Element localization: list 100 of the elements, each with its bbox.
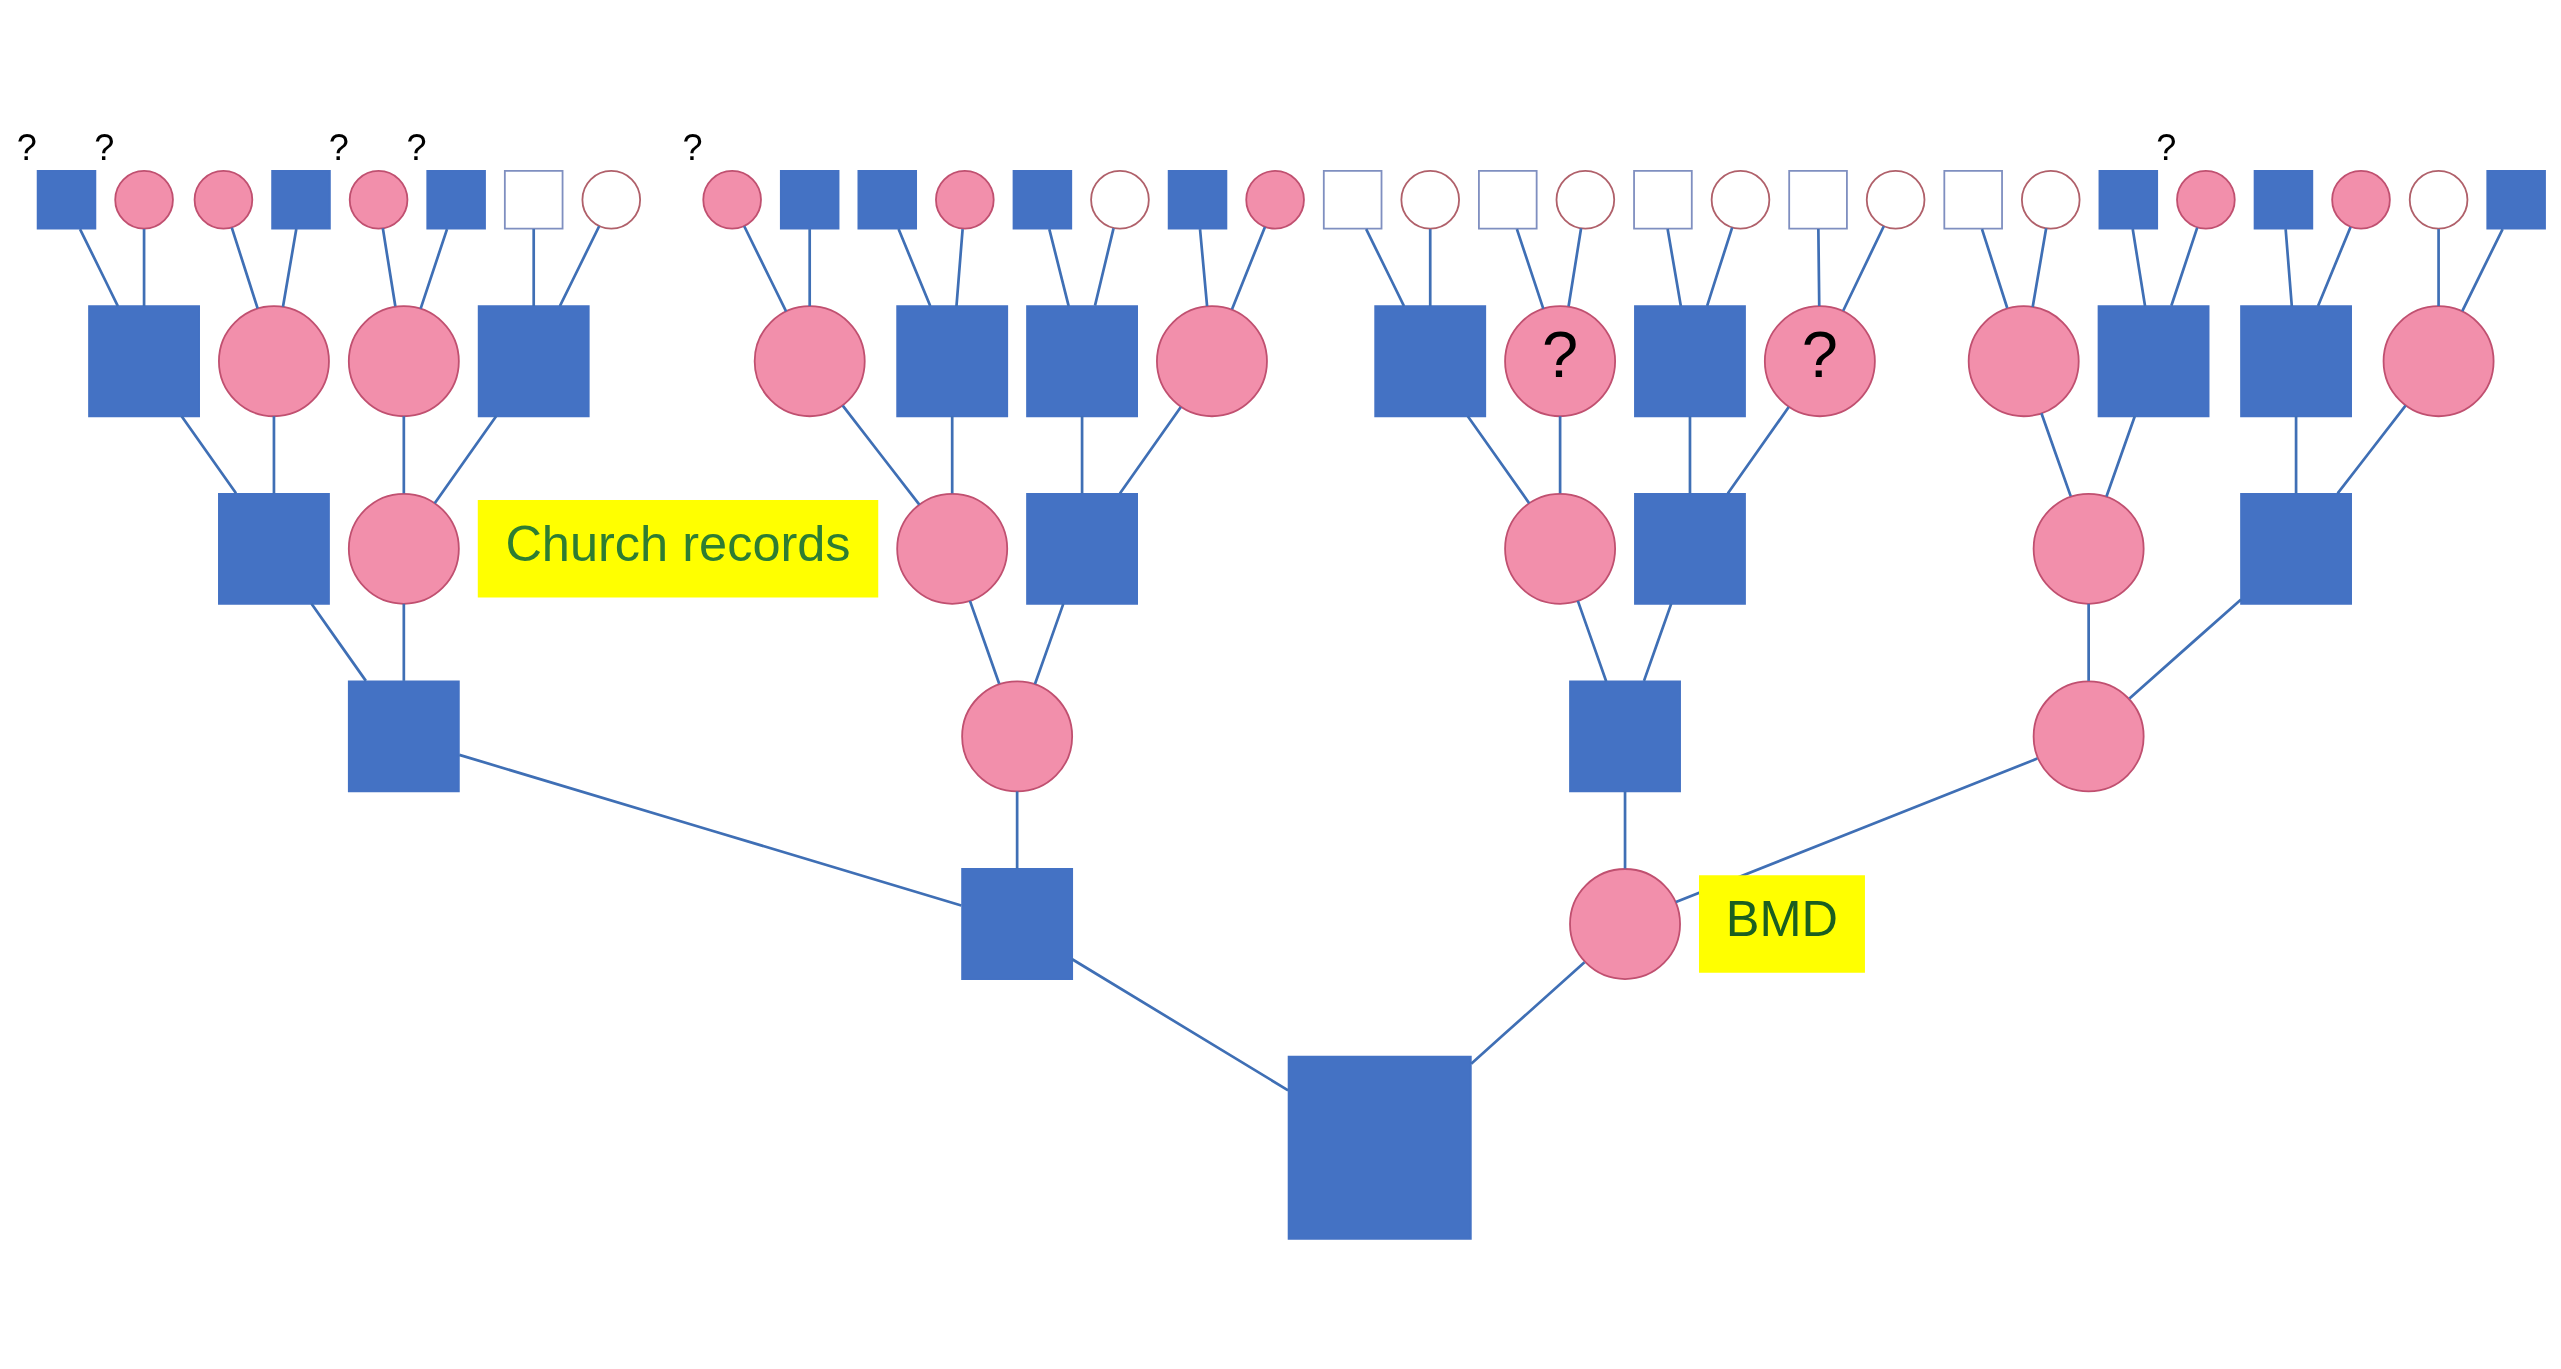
- node-box: [1026, 492, 1138, 605]
- connector: [955, 228, 964, 306]
- connector: [1705, 226, 1734, 306]
- node-circle: [1156, 304, 1268, 417]
- connector: [433, 414, 498, 504]
- node-circle: [2032, 680, 2145, 792]
- node-box: [503, 169, 564, 229]
- node-box: [1167, 169, 1228, 229]
- node-label: ?: [406, 126, 427, 168]
- node-box: [88, 304, 200, 417]
- node-circle: [702, 169, 762, 229]
- node-circle: [1504, 492, 1616, 605]
- connector: [1623, 790, 1627, 868]
- connector: [2031, 227, 2048, 307]
- node-box: [347, 680, 460, 792]
- node-box: [218, 492, 330, 605]
- node-box: [1322, 169, 1383, 229]
- node-box: [1012, 169, 1073, 229]
- node-box: [1478, 169, 1538, 229]
- node-box: [2253, 169, 2314, 229]
- node-circle: [2408, 169, 2469, 229]
- connector: [897, 228, 932, 307]
- connector: [1726, 405, 1790, 494]
- node-circle: [896, 492, 1009, 605]
- node-box: [1374, 304, 1487, 417]
- node-circle: [1569, 867, 1681, 980]
- node-circle: [1400, 169, 1460, 229]
- node-box: [36, 169, 97, 229]
- connector: [1118, 405, 1182, 494]
- node-circle: [1865, 169, 1926, 229]
- connector: [1428, 228, 1432, 306]
- connector: [1515, 228, 1545, 309]
- node-circle: [1245, 169, 1305, 229]
- connector: [402, 603, 406, 681]
- connector: [558, 225, 601, 307]
- node-circle: [347, 492, 460, 605]
- node-circle: [1710, 169, 1771, 229]
- connector: [180, 414, 238, 494]
- node-circle: [193, 169, 254, 229]
- node-circle: [2032, 492, 2145, 605]
- connector: [950, 415, 954, 493]
- node-circle: ?: [1504, 304, 1616, 417]
- connector: [2087, 603, 2090, 681]
- node-circle: [753, 304, 866, 417]
- connector: [2461, 227, 2504, 312]
- connector: [2336, 404, 2407, 494]
- node-circle: ?: [1763, 304, 1876, 417]
- node-circle: [2021, 169, 2081, 229]
- connector: [230, 226, 259, 309]
- node-circle: [114, 169, 174, 229]
- node-circle: [1967, 304, 2080, 417]
- connector: [1470, 960, 1586, 1065]
- connector: [1364, 227, 1406, 307]
- node-circle: [1090, 169, 1150, 229]
- connector: [2040, 412, 2072, 497]
- connector: [1558, 415, 1562, 493]
- node-box: [1287, 1055, 1472, 1240]
- node-box: [2240, 492, 2352, 605]
- node-box: [1026, 304, 1138, 417]
- connector: [1688, 415, 1692, 493]
- node-label: ?: [16, 126, 37, 168]
- node-box: [2486, 169, 2546, 229]
- connector: [78, 227, 120, 307]
- node-box: [896, 304, 1009, 417]
- connector: [1033, 602, 1065, 684]
- connector: [142, 228, 146, 306]
- node-box: [271, 169, 331, 229]
- connector: [808, 228, 812, 306]
- connector: [1048, 228, 1070, 306]
- node-box: [857, 169, 917, 229]
- connector: [2284, 228, 2294, 306]
- connector: [1466, 414, 1531, 504]
- connector: [1198, 228, 1209, 306]
- connector: [532, 228, 536, 306]
- connector: [841, 404, 921, 505]
- connector: [2437, 228, 2440, 306]
- node-circle: [935, 169, 995, 229]
- node-circle: [2382, 304, 2495, 417]
- node-box: [1788, 169, 1848, 229]
- connector: [1642, 602, 1673, 681]
- connector: [1576, 599, 1608, 682]
- node-box: [426, 169, 486, 229]
- node-circle: [347, 304, 460, 417]
- connector: [2316, 225, 2352, 306]
- connector: [1093, 227, 1115, 306]
- node-box: [2097, 304, 2210, 417]
- connector: [419, 228, 449, 309]
- connector: [1817, 228, 1821, 306]
- connector: [310, 602, 367, 682]
- connector: [1015, 790, 1019, 868]
- connector: [1666, 228, 1683, 306]
- node-box: [1633, 169, 1693, 229]
- connector: [2128, 597, 2242, 699]
- connector: [2294, 415, 2298, 493]
- connector: [1841, 225, 1885, 311]
- connector: [1675, 756, 2038, 903]
- node-box: [2098, 169, 2159, 229]
- connector: [381, 227, 397, 306]
- connector: [281, 228, 298, 307]
- connector: [2131, 228, 2147, 306]
